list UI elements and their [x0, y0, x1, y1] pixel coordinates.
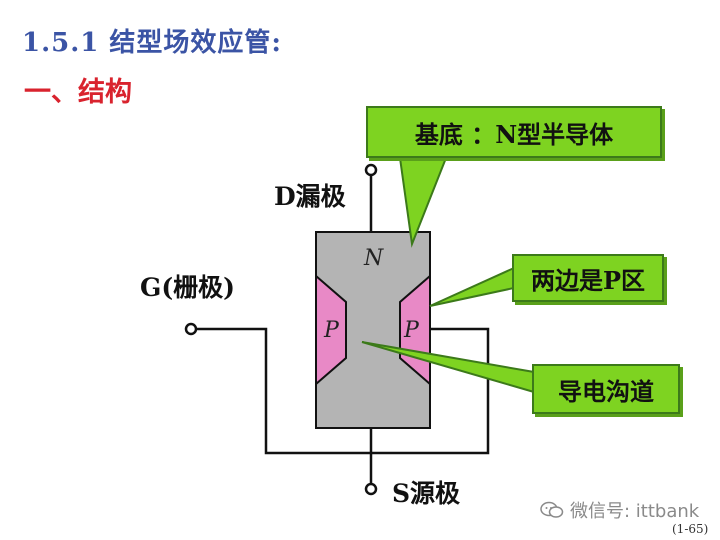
source-label: S源极: [392, 479, 461, 508]
channel-callout: 导电沟道: [532, 364, 680, 414]
slide-title: 1.5.1 结型场效应管:: [22, 28, 283, 58]
wechat-icon: [540, 501, 564, 519]
gate-terminal: [184, 322, 198, 336]
watermark: 微信号: ittbank: [540, 497, 699, 523]
n-region-label: N: [364, 246, 384, 271]
gate-wire: [196, 327, 490, 455]
p-callout-pointer: [429, 266, 515, 307]
drain-label: D漏极: [274, 182, 346, 211]
substrate-callout: 基底 ：N型半导体: [366, 106, 662, 158]
p-left-label: P: [324, 318, 339, 343]
p-right-label: P: [404, 318, 419, 343]
drain-terminal: [364, 163, 378, 177]
substrate-callout-pointer: [398, 157, 448, 248]
section-heading: 一、结构: [24, 77, 132, 108]
p-regions-callout: 两边是P区: [512, 254, 664, 302]
page-number: (1-65): [672, 522, 709, 536]
source-terminal: [364, 482, 378, 496]
p-region-left: [315, 273, 347, 387]
gate-label: G(栅极): [140, 273, 236, 302]
watermark-text: 微信号: ittbank: [570, 501, 700, 522]
